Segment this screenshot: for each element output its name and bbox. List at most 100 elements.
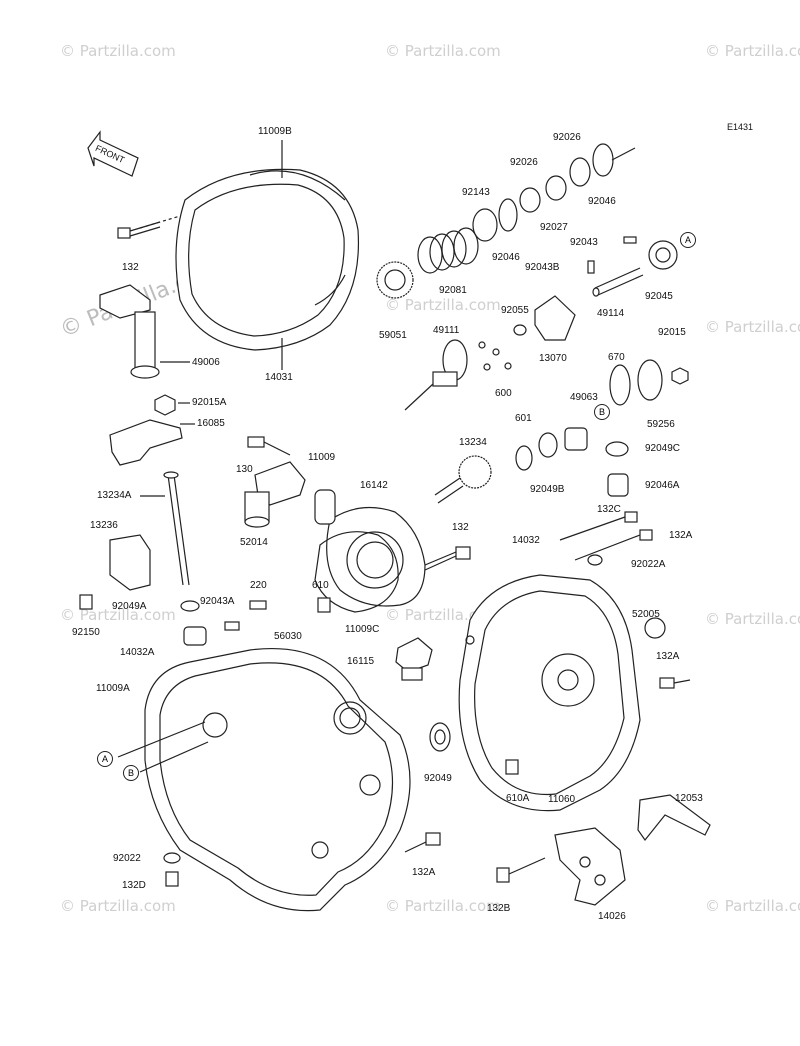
washer-icon <box>163 852 181 864</box>
part-label: 49063 <box>570 392 598 403</box>
oil-seal-icon <box>429 722 451 752</box>
guide-plate-icon <box>637 794 711 842</box>
impeller-icon <box>534 295 576 341</box>
part-label: 132A <box>669 530 693 541</box>
part-label: 59051 <box>379 330 407 341</box>
part-label: 49111 <box>433 325 460 336</box>
watermark: © Partzilla.com <box>60 42 176 60</box>
part-label: 12053 <box>675 793 703 804</box>
part-label: 16142 <box>360 480 388 491</box>
seal-icon <box>644 617 666 639</box>
part-label: 92045 <box>645 291 673 302</box>
front-arrow-icon <box>87 130 139 177</box>
pump-shaft-icon <box>404 339 468 411</box>
part-label: 52014 <box>240 537 268 548</box>
bolt-icon <box>559 511 691 689</box>
watermark: © Partzilla.com <box>705 610 800 628</box>
washer-icon <box>545 175 567 201</box>
bolt-icon <box>165 871 179 887</box>
crankcase-cover-icon <box>144 648 411 912</box>
bolt-icon <box>496 857 546 883</box>
part-label: 132 <box>452 522 469 533</box>
ref-marker-b: B <box>594 404 610 420</box>
ref-marker-b: B <box>123 765 139 781</box>
part-label: 130 <box>236 464 253 475</box>
part-label: 13234A <box>97 490 132 501</box>
watermark: © Partzilla.com <box>705 897 800 915</box>
part-label: 16085 <box>197 418 225 429</box>
part-label: 92049C <box>645 443 681 454</box>
water-pump-housing-icon <box>326 506 426 607</box>
part-label: 92055 <box>501 305 529 316</box>
water-elbow-icon <box>244 461 306 528</box>
part-label: 132A <box>412 867 436 878</box>
watermark: © Partzilla.com <box>385 296 501 314</box>
bolt-icon <box>117 215 181 239</box>
part-label: 92049B <box>530 484 565 495</box>
bolt-icon <box>247 436 265 448</box>
part-label: 14026 <box>598 911 626 922</box>
gear-icon <box>637 359 663 401</box>
plug-icon <box>79 594 93 610</box>
watermark: © Partzilla.com <box>60 606 176 624</box>
part-label: 92043 <box>570 237 598 248</box>
part-label: 16115 <box>347 656 375 667</box>
part-label: 600 <box>495 388 512 399</box>
part-label: 132A <box>656 651 680 662</box>
ref-marker-a: A <box>680 232 696 248</box>
oil-plug-icon <box>395 637 433 681</box>
gear-shaft-icon <box>434 455 492 504</box>
part-label: 56030 <box>274 631 302 642</box>
pin-icon <box>587 260 595 274</box>
part-label: 11009C <box>345 624 380 635</box>
dowel-icon <box>505 759 519 775</box>
bearing-icon <box>538 432 558 458</box>
part-label: 11009B <box>258 126 292 137</box>
part-label: 92150 <box>72 627 100 638</box>
part-label: 49114 <box>597 308 625 319</box>
part-label: 132 <box>122 262 139 273</box>
guide-icon <box>109 534 151 591</box>
part-label: 13070 <box>539 353 567 364</box>
shaft-icon <box>592 267 644 297</box>
dowel-icon <box>317 597 331 613</box>
part-label: 601 <box>515 413 532 424</box>
bearing-icon <box>648 240 678 270</box>
part-label: 132D <box>122 880 146 891</box>
part-label: 52005 <box>632 609 660 620</box>
gasket-icon <box>314 531 399 613</box>
diagram-code: E1431 <box>727 122 754 132</box>
part-label: 670 <box>608 352 625 363</box>
part-label: 610A <box>506 793 530 804</box>
watermark: © Partzilla.com <box>60 897 176 915</box>
part-label: 14032 <box>512 535 540 546</box>
kick-shaft-icon <box>99 284 190 379</box>
washer-icon <box>519 187 541 213</box>
ref-marker-a: A <box>97 751 113 767</box>
clutch-cover-icon <box>175 168 360 351</box>
part-label: 92081 <box>439 285 467 296</box>
part-label: 14032A <box>120 647 155 658</box>
part-label: 92049A <box>112 601 147 612</box>
gear-icon <box>376 261 414 299</box>
bolt-icon <box>424 546 471 571</box>
part-label: 220 <box>250 580 267 591</box>
collar-icon <box>564 427 588 451</box>
nut-icon <box>154 394 176 416</box>
part-label: 92043A <box>200 596 235 607</box>
washer-icon <box>180 600 200 612</box>
disc-icon <box>498 198 518 232</box>
o-ring-icon <box>513 324 527 336</box>
watermark: © Partzilla.com <box>705 42 800 60</box>
washer-icon <box>587 554 603 566</box>
spring-icon <box>417 227 479 274</box>
part-label: 49006 <box>192 357 220 368</box>
part-label: 92027 <box>540 222 568 233</box>
pin-icon <box>249 600 267 610</box>
part-label: 132C <box>597 504 621 515</box>
clutch-housing-cover-icon <box>458 574 641 812</box>
part-label: 14031 <box>265 372 293 383</box>
part-label: 92143 <box>462 187 490 198</box>
part-label: 92046A <box>645 480 680 491</box>
